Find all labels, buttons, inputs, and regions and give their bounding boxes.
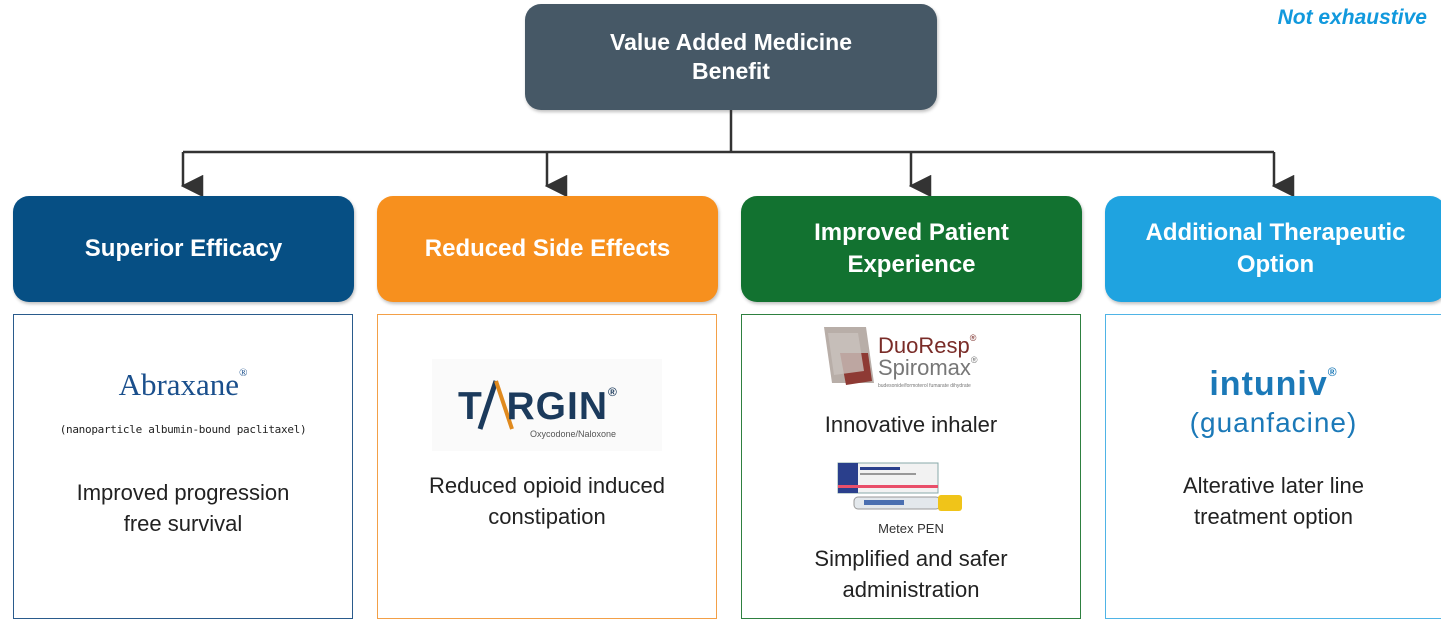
category-title: Improved Patient Experience	[814, 219, 1009, 278]
brand-fine-print: budesonide/formoterol fumarate dihydrate	[878, 383, 971, 389]
targin-a-mark-icon	[477, 380, 514, 430]
category-title: Reduced Side Effects	[424, 235, 671, 262]
abraxane-logo: Abraxane®	[14, 367, 352, 403]
category-header-reduced-side-effects: Reduced Side Effects	[377, 196, 718, 302]
category-title: Additional Therapeutic Option	[1145, 219, 1406, 278]
duoresp-inhaler-logo-icon	[824, 327, 874, 385]
category-box-reduced-side-effects: T RGIN® Oxycodone/Naloxone Reduced opioi…	[377, 314, 717, 619]
intuniv-logo: intuniv®	[1106, 365, 1441, 404]
benefit-description-2: Simplified and safer administration	[814, 546, 1008, 602]
benefit-description: Improved progression free survival	[76, 480, 290, 536]
category-box-superior-efficacy: Abraxane® (nanoparticle albumin-bound pa…	[13, 314, 353, 619]
registered-mark: ®	[239, 367, 248, 379]
metex-pen-package-icon	[837, 462, 962, 511]
brand-name-line2: Spiromax®	[878, 355, 978, 380]
category-header-superior-efficacy: Superior Efficacy	[13, 196, 354, 302]
category-box-additional-therapeutic-option: intuniv® (guanfacine) Alterative later l…	[1105, 314, 1441, 619]
brand-name: Abraxane	[118, 367, 240, 402]
brand-name-line1: DuoResp®	[878, 333, 977, 358]
brand-subtitle: (nanoparticle albumin-bound paclitaxel)	[59, 423, 307, 436]
targin-logo: T RGIN® Oxycodone/Naloxone	[432, 359, 662, 451]
product-label: Metex PEN	[878, 521, 944, 536]
category-box-improved-patient-experience: DuoResp® Spiromax® budesonide/formoterol…	[741, 314, 1081, 619]
category-title: Superior Efficacy	[84, 235, 283, 262]
benefit-description-1: Innovative inhaler	[824, 412, 998, 437]
root-node-value-added-medicine-benefit: Value Added Medicine Benefit	[525, 4, 937, 110]
not-exhaustive-note: Not exhaustive	[1277, 6, 1427, 29]
brand-name: T RGIN®	[458, 385, 618, 428]
registered-mark: ®	[1327, 365, 1338, 379]
brand-name: intuniv	[1209, 365, 1328, 403]
tree-connectors	[180, 110, 1295, 198]
brand-subtitle: Oxycodone/Naloxone	[530, 429, 617, 439]
brand-subtitle: (guanfacine)	[1189, 407, 1358, 438]
category-header-improved-patient-experience: Improved Patient Experience	[741, 196, 1082, 302]
root-node-label: Value Added Medicine Benefit	[610, 29, 852, 84]
benefit-description: Alterative later line treatment option	[1183, 473, 1364, 529]
category-header-additional-therapeutic-option: Additional Therapeutic Option	[1105, 196, 1441, 302]
benefit-description: Reduced opioid induced constipation	[428, 473, 666, 529]
